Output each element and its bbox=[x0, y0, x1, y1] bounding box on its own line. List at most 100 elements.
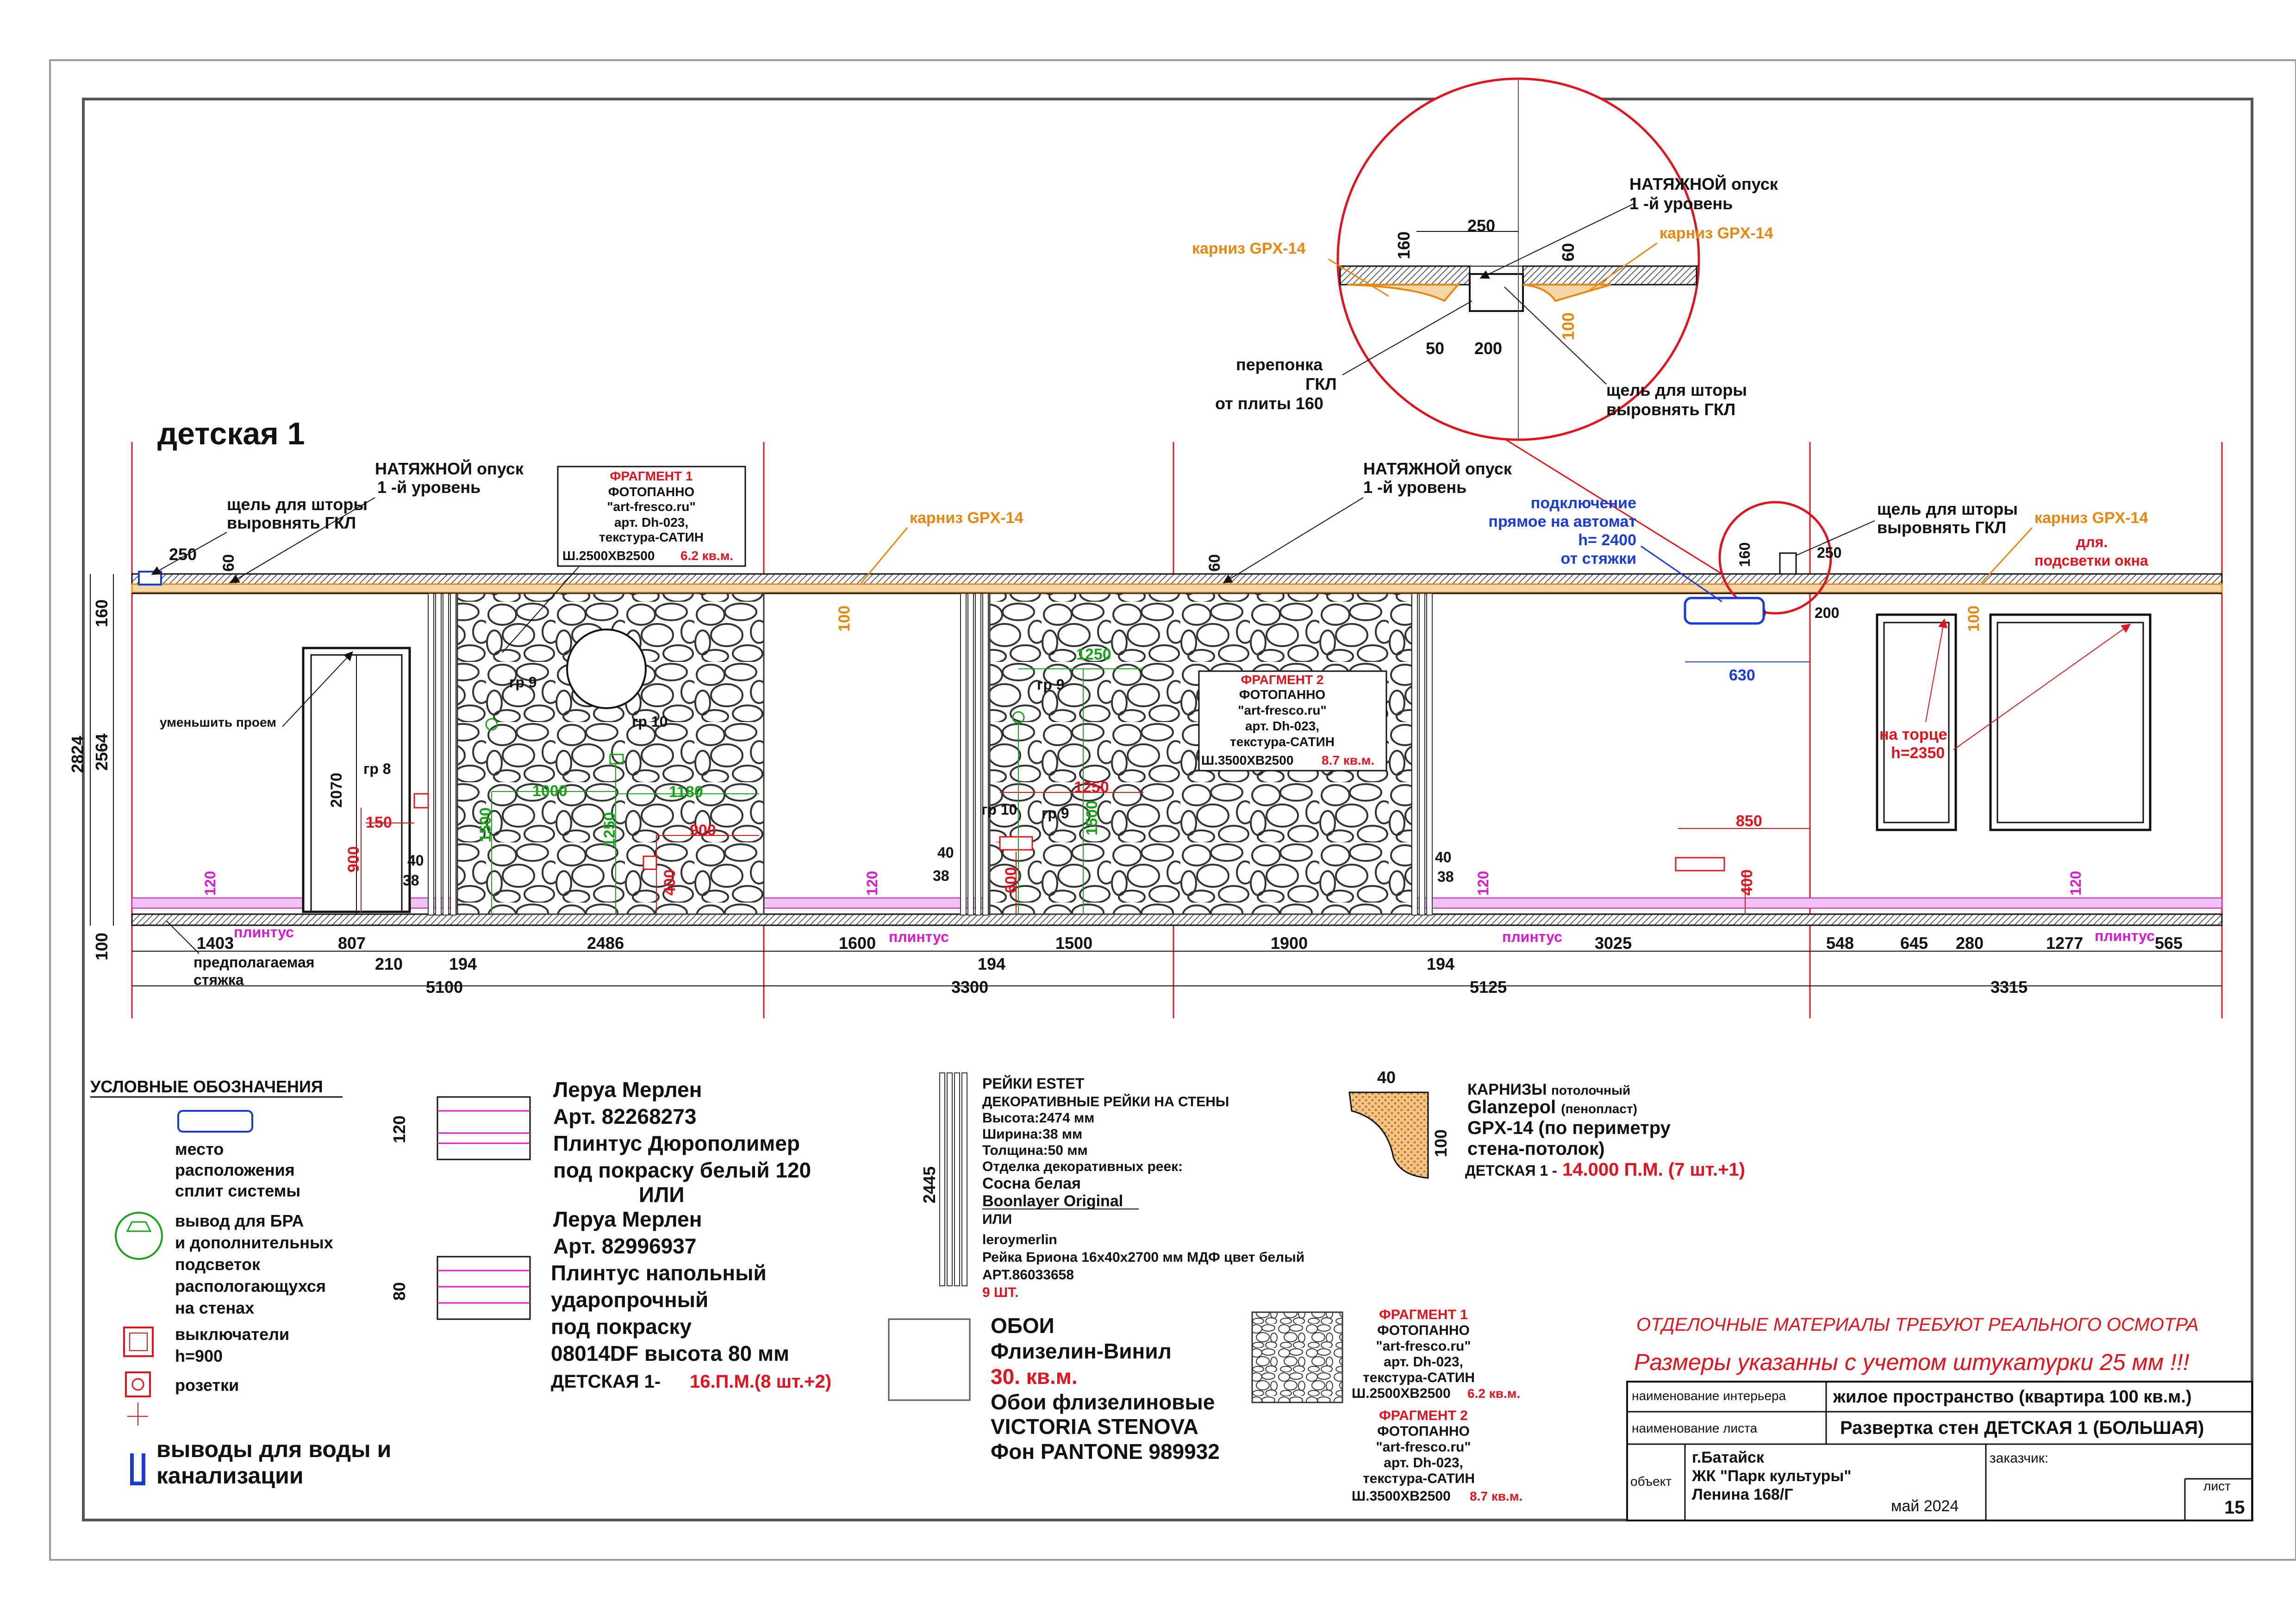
title-block: наименование интерьера жилое пространств… bbox=[1626, 1381, 2253, 1521]
gr-label-5: гр 10 bbox=[981, 801, 1017, 818]
predpolag-label-1: предполагаемая bbox=[193, 954, 314, 971]
dim-100: 100 bbox=[92, 933, 111, 960]
label-text: ФРАГМЕНТ 1 bbox=[610, 469, 693, 483]
label-text: Обои флизелиновые bbox=[991, 1390, 1215, 1414]
dim-1900: 1900 bbox=[1271, 934, 1308, 953]
podkl-label-2: прямое на автомат bbox=[1488, 513, 1636, 530]
label-text: Леруа Мерлен bbox=[553, 1207, 702, 1231]
dim-645: 645 bbox=[1900, 934, 1928, 953]
label-text: ФРАГМЕНТ 2 bbox=[1241, 673, 1324, 687]
label-text: ДЕТСКАЯ 1 - bbox=[1465, 1162, 1557, 1179]
label-text: КАРНИЗЫ потолочный bbox=[1467, 1081, 1630, 1098]
round-mirror bbox=[566, 629, 647, 709]
label-text: выводы для воды и bbox=[156, 1436, 391, 1462]
label-text: 80 bbox=[390, 1282, 409, 1301]
label-text: 40 bbox=[1377, 1068, 1396, 1087]
dim-red-600: 600 bbox=[1002, 867, 1020, 893]
label-text: выключатели bbox=[175, 1325, 289, 1344]
label-text: h=900 bbox=[175, 1346, 223, 1365]
dim-3315: 3315 bbox=[1990, 978, 2028, 997]
label-text: Высота:2474 мм bbox=[982, 1110, 1094, 1126]
label-text: ФРАГМЕНТ 2 bbox=[1379, 1408, 1468, 1423]
dim-2824: 2824 bbox=[68, 736, 87, 773]
label-text: 120 bbox=[390, 1115, 409, 1143]
gr-label-2: гр 10 bbox=[632, 713, 668, 730]
zoom-dim-50: 50 bbox=[1426, 339, 1444, 358]
dim-194b: 194 bbox=[978, 954, 1005, 973]
label-text: Рейка Бриона 16х40х2700 мм МДФ цвет белы… bbox=[982, 1250, 1304, 1265]
dim-top-250: 250 bbox=[169, 545, 197, 564]
shchel-label-1a: щель для шторы bbox=[227, 495, 368, 514]
label-text: 08014DF высота 80 мм bbox=[551, 1341, 789, 1365]
podsvetka-label-1: для. bbox=[2076, 534, 2108, 550]
dim-38a: 38 bbox=[403, 872, 419, 889]
label-text: "art-fresco.ru" bbox=[1376, 1339, 1471, 1354]
socket-block-3 bbox=[1675, 857, 1725, 872]
label-text: Леруа Мерлен bbox=[553, 1078, 702, 1102]
curtain-gap-left bbox=[138, 571, 162, 586]
predpolag-label-2: стяжка bbox=[193, 972, 244, 988]
label-text: 6.2 кв.м. bbox=[1467, 1386, 1520, 1401]
fragment-1-callout: ФРАГМЕНТ 1 ФОТОПАННО "art-fresco.ru" арт… bbox=[502, 466, 746, 653]
zoom-shchel-2: выровнять ГКЛ bbox=[1606, 400, 1735, 419]
label-text: 14.000 П.М. (7 шт.+1) bbox=[1562, 1159, 1745, 1180]
dim-5125: 5125 bbox=[1470, 978, 1507, 997]
dim-40a: 40 bbox=[407, 852, 424, 869]
podkl-label-3: h= 2400 bbox=[1578, 531, 1636, 549]
label-text: leroymerlin bbox=[982, 1232, 1057, 1247]
water-legend-icon bbox=[130, 1453, 145, 1485]
dim-green-1250a: 1250 bbox=[601, 812, 618, 847]
label-text: 8.7 кв.м. bbox=[1470, 1489, 1522, 1503]
dim-1277: 1277 bbox=[2046, 934, 2083, 953]
label-text: ФОТОПАННО bbox=[1377, 1323, 1470, 1338]
zoom-peregorodka-2: ГКЛ bbox=[1305, 374, 1337, 393]
natyazh-label-2b: 1 -й уровень bbox=[1363, 478, 1466, 497]
zoom-karniz-left: карниз GPX-14 bbox=[1192, 240, 1306, 257]
karniz-label-2: карниз GPX-14 bbox=[2034, 509, 2148, 527]
dim-2564: 2564 bbox=[92, 734, 111, 771]
label-text: ДЕТСКАЯ 1- bbox=[551, 1371, 661, 1392]
label-text: под покраску белый 120 bbox=[553, 1158, 811, 1182]
dim-green-1180: 1180 bbox=[669, 783, 703, 801]
label-text: 160 bbox=[1736, 542, 1753, 567]
na-torce-label-2: h=2350 bbox=[1891, 744, 1945, 762]
label-text: жилое пространство (квартира 100 кв.м.) bbox=[1833, 1387, 2192, 1407]
label-text: Boonlayer Original bbox=[982, 1192, 1123, 1210]
label-text: Ш.2500ХВ2500 bbox=[562, 548, 655, 563]
label-text: сплит системы bbox=[175, 1181, 300, 1200]
gr-label-6: гр 9 bbox=[1042, 805, 1069, 822]
label-text: арт. Dh-023, bbox=[1384, 1455, 1463, 1470]
cornice-spec: 40 100 КАРНИЗЫ потолочный Glanzepol (пен… bbox=[1348, 1068, 1745, 1180]
bra-legend-icon bbox=[115, 1212, 163, 1260]
label-text: 200 bbox=[1815, 604, 1839, 621]
gr-label-1: гр 9 bbox=[509, 674, 537, 691]
wallpaper-swatch bbox=[888, 1318, 971, 1401]
fragment-2-callout: ФРАГМЕНТ 2 ФОТОПАННО "art-fresco.ru" арт… bbox=[1198, 670, 1387, 772]
label-text: арт. Dh-023, bbox=[614, 515, 688, 530]
socket-block-1 bbox=[643, 855, 657, 870]
switch-gr8 bbox=[413, 793, 429, 809]
plintus-label-1: плинтус bbox=[234, 924, 294, 941]
wall-rails-1 bbox=[428, 593, 456, 916]
plintus-label-3: плинтус bbox=[1502, 928, 1562, 945]
label-text: Ленина 168/Г bbox=[1692, 1486, 1793, 1503]
dim-548: 548 bbox=[1826, 934, 1854, 953]
label-text: место bbox=[175, 1140, 224, 1159]
label-text: вывод для БРА bbox=[175, 1211, 304, 1230]
label-text: текстура-САТИН bbox=[599, 530, 704, 544]
label-text: Плинтус Дюрополимер bbox=[553, 1131, 800, 1155]
label-text: Арт. 82268273 bbox=[553, 1104, 696, 1128]
label-text: "art-fresco.ru" bbox=[607, 499, 696, 514]
label-text: 6.2 кв.м. bbox=[680, 548, 733, 563]
label-text: ФОТОПАННО bbox=[608, 485, 694, 499]
label-text: и дополнительных bbox=[175, 1233, 333, 1252]
note-dimensions: Размеры указанны с учетом штукатурки 25 … bbox=[1634, 1349, 2190, 1375]
plintus-label-4: плинтус bbox=[2095, 928, 2155, 944]
dim-807: 807 bbox=[338, 934, 366, 953]
dim-green-1250b: 1250 bbox=[1076, 646, 1111, 663]
shchel-label-2b: выровнять ГКЛ bbox=[1877, 518, 2006, 537]
zoom-dim-100: 100 bbox=[1559, 312, 1578, 340]
label-text: арт. Dh-023, bbox=[1384, 1354, 1463, 1370]
label-text: Ш.2500ХВ2500 bbox=[1352, 1386, 1451, 1401]
